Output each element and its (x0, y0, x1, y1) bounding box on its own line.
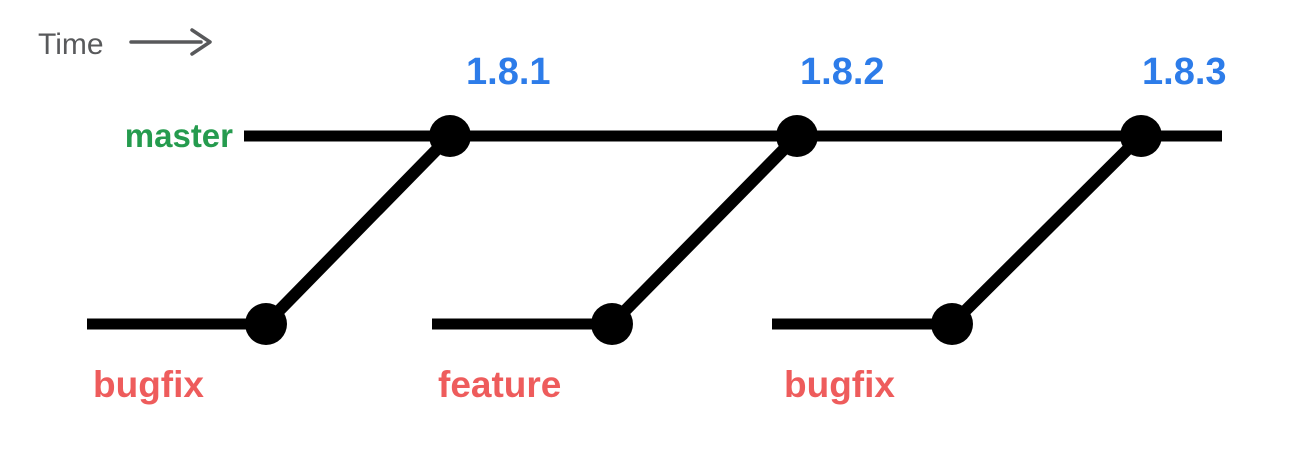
commit-dot-feature (591, 303, 633, 345)
commit-dot-bugfix-1 (245, 303, 287, 345)
release-label-1-8-2: 1.8.2 (800, 51, 885, 93)
merge-line-feature (607, 131, 802, 329)
time-arrow-icon (129, 28, 212, 56)
commit-dot-release-1-8-3 (1120, 115, 1162, 157)
merge-line-bugfix-2 (947, 131, 1146, 329)
master-branch-label: master (125, 117, 233, 154)
branch-label-bugfix-2: bugfix (784, 364, 895, 405)
time-label: Time (38, 28, 104, 61)
release-label-1-8-1: 1.8.1 (466, 51, 551, 93)
commit-dot-release-1-8-1 (429, 115, 471, 157)
release-label-1-8-3: 1.8.3 (1142, 51, 1227, 93)
branch-label-bugfix-1: bugfix (93, 364, 204, 405)
commit-dot-bugfix-2 (931, 303, 973, 345)
branch-label-feature: feature (438, 364, 561, 405)
merge-line-bugfix-1 (261, 131, 455, 329)
commit-dot-release-1-8-2 (776, 115, 818, 157)
